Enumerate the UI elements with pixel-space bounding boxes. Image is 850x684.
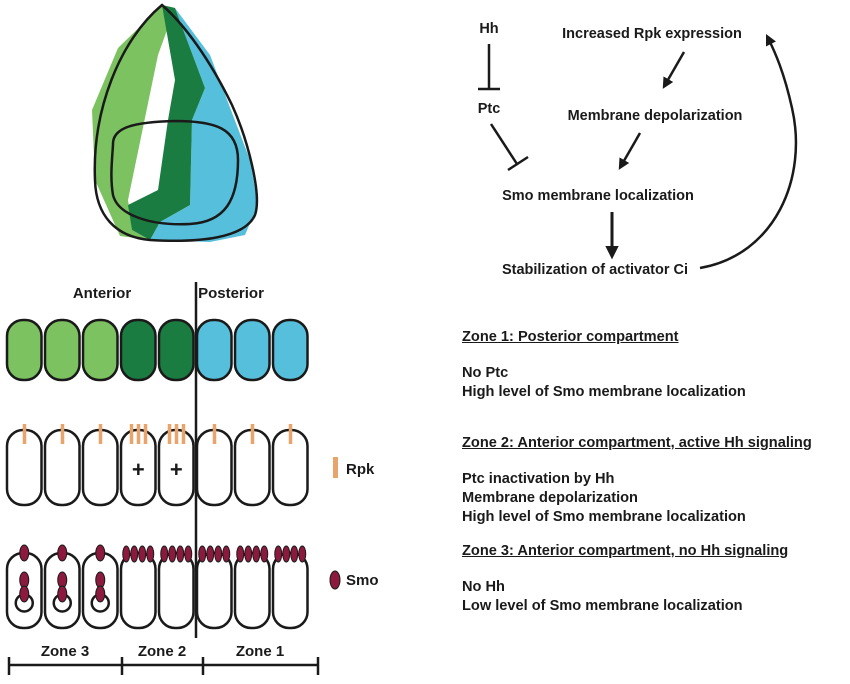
zone-scale-bar [7, 657, 320, 675]
cell-row-smo [5, 544, 309, 630]
smo-membrane [122, 545, 131, 563]
zone3-legend: Zone 3: Anterior compartment, no Hh sign… [462, 542, 847, 616]
smo-membrane [290, 545, 299, 563]
smo-membrane [282, 545, 291, 563]
cell-smo-row [119, 551, 157, 630]
smo-legend-label: Smo [346, 572, 379, 589]
wing-disc-boundary-stripe [128, 5, 205, 240]
cell-row-rpk: ++ [5, 424, 309, 507]
smo-vesicle [19, 585, 30, 603]
zone3-line: Low level of Smo membrane localization [462, 598, 743, 614]
zone2-title: Zone 2: Anterior compartment, active Hh … [462, 435, 812, 451]
smo-membrane [222, 545, 231, 563]
zone1-line: High level of Smo membrane localization [462, 384, 746, 400]
cell-boundary [157, 318, 195, 382]
zone2-line: Membrane depolarization [462, 490, 638, 506]
rpk-mark [181, 424, 186, 444]
cell-anterior [5, 318, 43, 382]
cell-anterior [43, 318, 81, 382]
smo-membrane [57, 544, 68, 562]
smo-vesicle [95, 585, 106, 603]
plus-sign: + [170, 457, 183, 482]
zone1-legend: Zone 1: Posterior compartment No Ptc Hig… [462, 328, 847, 402]
cell-posterior [195, 318, 233, 382]
wing-pouch-outline [110, 119, 240, 226]
smo-legend-mark [329, 570, 341, 590]
ci-feedback-arrow [699, 33, 798, 270]
cell-posterior [233, 318, 271, 382]
anterior-label: Anterior [73, 285, 132, 302]
ptc-inhibits-smo-line [489, 123, 519, 165]
zone3-title: Zone 3: Anterior compartment, no Hh sign… [462, 543, 789, 559]
rpk-expression-node: Increased Rpk expression [562, 26, 742, 42]
ptc-node: Ptc [478, 101, 501, 117]
smo-membrane [198, 545, 207, 563]
rpk-mark [60, 424, 65, 444]
cell-smo-row [233, 551, 271, 630]
depolarization-to-smo-arrow [618, 132, 642, 170]
cell-row-compartments [5, 318, 309, 382]
rpk-mark [98, 424, 103, 444]
zone2-label: Zone 2 [138, 643, 186, 660]
smo-membrane [130, 545, 139, 563]
zone3-line: No Hh [462, 579, 505, 595]
zone1-label: Zone 1 [236, 643, 284, 660]
wing-disc-posterior [150, 8, 258, 242]
smo-membrane [168, 545, 177, 563]
smo-membrane [95, 544, 106, 562]
smo-vesicle [57, 585, 68, 603]
cell-anterior [81, 318, 119, 382]
cell-posterior [271, 318, 309, 382]
zone2-line: High level of Smo membrane localization [462, 509, 746, 525]
smo-membrane [146, 545, 155, 563]
plus-sign: + [132, 457, 145, 482]
cell-boundary [119, 318, 157, 382]
ci-node: Stabilization of activator Ci [502, 262, 688, 278]
smo-membrane [184, 545, 193, 563]
rpk-mark [136, 424, 141, 444]
zone2-legend: Zone 2: Anterior compartment, active Hh … [462, 434, 847, 527]
smo-membrane [252, 545, 261, 563]
rpk-mark [250, 424, 255, 444]
posterior-label: Posterior [198, 285, 264, 302]
zone3-label: Zone 3 [41, 643, 89, 660]
rpk-mark [174, 424, 179, 444]
rpk-mark [129, 424, 134, 444]
zone1-title: Zone 1: Posterior compartment [462, 329, 679, 345]
rpk-mark [212, 424, 217, 444]
rpk-mark [167, 424, 172, 444]
smo-membrane [244, 545, 253, 563]
signaling-pathway: Hh Ptc Increased Rpk expression Membrane… [478, 21, 798, 278]
smo-membrane [160, 545, 169, 563]
cell-smo-row [195, 551, 233, 630]
smo-membrane [138, 545, 147, 563]
cell-smo-row [157, 551, 195, 630]
depolarization-node: Membrane depolarization [568, 108, 743, 124]
ptc-inhibits-smo-bar [507, 155, 529, 172]
hh-node: Hh [479, 21, 498, 37]
zone-legend: Zone 1: Posterior compartment No Ptc Hig… [462, 328, 847, 630]
rpk-to-depolarization-arrow [662, 51, 686, 89]
smo-membrane [260, 545, 269, 563]
rpk-mark [22, 424, 27, 444]
rpk-mark [143, 424, 148, 444]
cell-smo-row [271, 551, 309, 630]
smo-membrane [298, 545, 307, 563]
rpk-legend-mark [333, 457, 338, 478]
smo-localization-node: Smo membrane localization [502, 188, 694, 204]
smo-membrane [236, 545, 245, 563]
wing-disc-outline [93, 3, 259, 243]
smo-membrane [214, 545, 223, 563]
smo-membrane [274, 545, 283, 563]
smo-membrane [19, 544, 30, 562]
wing-disc [92, 3, 259, 243]
zone1-line: No Ptc [462, 365, 509, 381]
rpk-mark [288, 424, 293, 444]
smo-membrane [206, 545, 215, 563]
zone2-line: Ptc inactivation by Hh [462, 471, 615, 487]
smo-membrane [176, 545, 185, 563]
rpk-legend-label: Rpk [346, 461, 375, 478]
